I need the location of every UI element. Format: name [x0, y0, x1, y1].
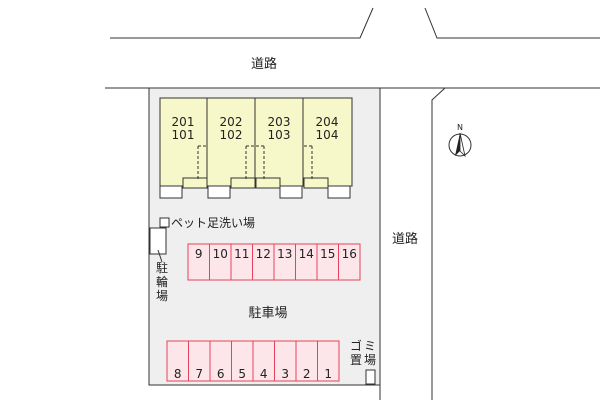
parking-stall-number: 3	[281, 367, 289, 381]
bicycle-parking-label-char: 駐	[156, 260, 168, 275]
pet-wash-label: ペット足洗い場	[171, 216, 255, 230]
garbage-label-char: 置	[350, 353, 362, 367]
parking-stall-number: 10	[213, 247, 228, 261]
parking-stall-number: 9	[195, 247, 203, 261]
entrance-notch	[182, 177, 208, 189]
parking-stall	[317, 340, 340, 382]
unit-number-upper: 204	[316, 115, 339, 129]
garbage-label-char: ゴ	[350, 338, 362, 353]
garbage-label-char: 場	[364, 353, 376, 367]
parking-stall	[338, 243, 361, 281]
entrance-notch	[327, 185, 351, 199]
parking-stall-number: 15	[320, 247, 335, 261]
parking-stall-number: 1	[324, 367, 332, 381]
road-edge-top-left	[110, 7, 374, 39]
road-right-label: 道路	[392, 231, 418, 247]
pet-wash-station	[159, 217, 170, 228]
unit-number-lower: 102	[220, 128, 243, 142]
parking-stall-number: 14	[299, 247, 314, 261]
parking-stall-number: 6	[217, 367, 225, 381]
bicycle-leader-line	[157, 249, 163, 263]
unit-number-upper: 201	[172, 115, 195, 129]
entrance-notch	[159, 185, 183, 199]
entrance-notch	[303, 177, 329, 189]
parking-stall-number: 7	[195, 367, 203, 381]
unit-number-upper: 203	[268, 115, 291, 129]
entrance-notch	[279, 185, 303, 199]
stair-dashed	[303, 145, 313, 180]
parking-stall-number: 16	[342, 247, 357, 261]
entrance-notch	[207, 185, 231, 199]
bicycle-parking	[149, 227, 167, 255]
parking-stall-number: 13	[277, 247, 292, 261]
north-arrow-icon: N	[448, 123, 472, 158]
road-edge-top-right	[424, 7, 600, 39]
unit-number-lower: 103	[268, 128, 291, 142]
unit-number-lower: 104	[316, 128, 339, 142]
parking-stall-number: 12	[256, 247, 271, 261]
garbage-area	[365, 369, 376, 385]
parking-stall-number: 2	[303, 367, 311, 381]
stair-dashed	[255, 145, 265, 180]
bicycle-parking-label-char: 場	[156, 289, 168, 303]
parking-stall-number: 8	[174, 367, 182, 381]
parking-stall-number: 5	[238, 367, 246, 381]
stair-dashed	[197, 145, 208, 186]
parking-stall-number: 4	[260, 367, 268, 381]
entrance-notch	[230, 177, 256, 189]
stair-dashed	[245, 145, 256, 186]
entrance-notch	[255, 177, 281, 189]
unit-number-lower: 101	[172, 128, 195, 142]
road-edge-right-right	[431, 87, 600, 400]
road-top-label: 道路	[251, 56, 277, 72]
building-outline	[159, 97, 353, 187]
parking-lot-label: 駐車場	[248, 306, 287, 321]
bicycle-parking-label-char: 輪	[156, 274, 168, 289]
unit-number-upper: 202	[220, 115, 243, 129]
north-label: N	[457, 123, 463, 132]
parking-stall-number: 11	[234, 247, 249, 261]
garbage-label-char: ミ	[364, 339, 376, 353]
